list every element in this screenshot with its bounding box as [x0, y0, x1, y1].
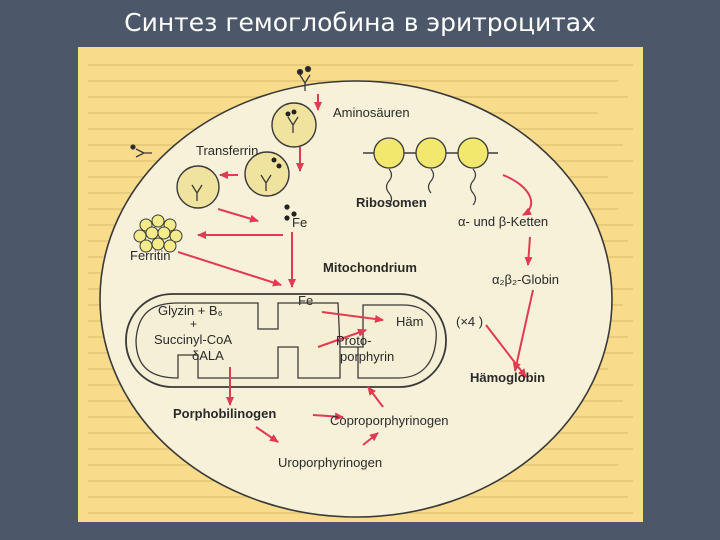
- label-mitochondrium: Mitochondrium: [323, 260, 417, 275]
- label-proto-line2: porphyrin: [340, 349, 394, 364]
- transferrin-vesicle-top: [271, 102, 317, 148]
- label-fe-lower: Fe: [298, 293, 313, 308]
- label-uroporphyrinogen: Uroporphyrinogen: [278, 455, 382, 470]
- label-ketten: α- und β-Ketten: [458, 214, 548, 229]
- label-porphobilinogen: Porphobilinogen: [173, 406, 276, 421]
- ferritin-cluster-icon: [133, 214, 183, 253]
- iron-dots-icon: [284, 204, 297, 221]
- hemoglobin-synthesis-diagram: Aminosäuren Transferrin Ribosomen α- und…: [88, 64, 633, 518]
- label-ala: δALA: [192, 348, 224, 363]
- label-glyzin: Glyzin + B₆: [158, 303, 223, 318]
- label-succinyl: Succinyl-CoA: [154, 332, 232, 347]
- label-haem: Häm: [396, 314, 423, 329]
- label-transferrin: Transferrin: [196, 143, 258, 158]
- label-ferritin: Ferritin: [130, 248, 170, 263]
- label-plus: +: [190, 317, 197, 331]
- label-coproporphyrinogen: Coproporphyrinogen: [330, 413, 449, 428]
- label-globin: α₂β₂-Globin: [492, 272, 559, 287]
- figure-panel: Aminosäuren Transferrin Ribosomen α- und…: [78, 47, 643, 522]
- diagram-labels: Aminosäuren Transferrin Ribosomen α- und…: [130, 105, 559, 470]
- label-ribosomen: Ribosomen: [356, 195, 427, 210]
- transferrin-vesicle-middle: [244, 151, 290, 197]
- label-proto-line1: Proto-: [336, 333, 371, 348]
- transferrin-vesicle-left: [176, 165, 220, 209]
- slide-title: Синтез гемоглобина в эритроцитах: [124, 8, 596, 37]
- label-aminosaeuren: Aminosäuren: [333, 105, 410, 120]
- transferrin-receptor-icon: [130, 65, 312, 158]
- pathway-arrows: [177, 94, 534, 446]
- label-times4: (×4 ): [456, 314, 483, 329]
- ribosomes-icon: [363, 137, 498, 206]
- label-haemoglobin: Hämoglobin: [470, 370, 545, 385]
- label-fe-upper: Fe: [292, 215, 307, 230]
